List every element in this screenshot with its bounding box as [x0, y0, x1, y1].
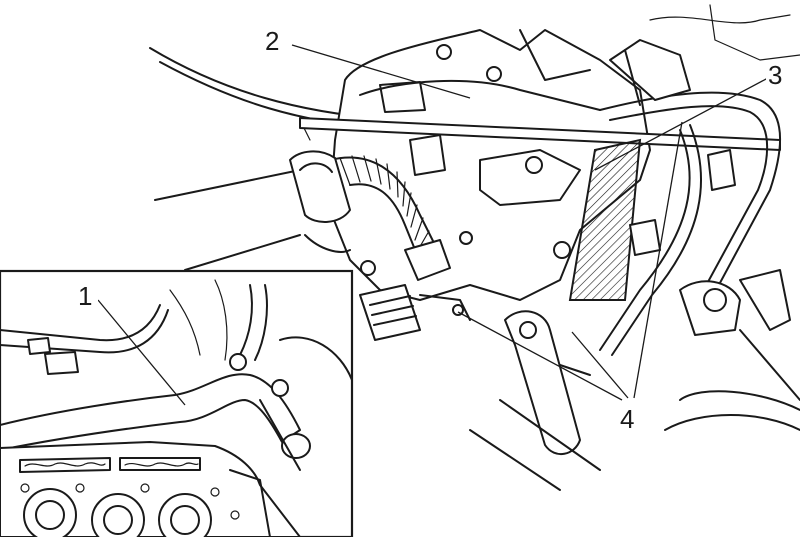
- leader-4c: [633, 121, 683, 399]
- bent-pipe: [0, 373, 301, 451]
- inset-view: [0, 269, 354, 537]
- leader-4a: [457, 311, 623, 401]
- corrugated-hose: [329, 155, 451, 281]
- callout-4: 4: [620, 404, 634, 434]
- callout-1: 1: [78, 281, 92, 311]
- leader-1: [97, 299, 186, 406]
- housing-body: [329, 29, 651, 301]
- leader-2: [291, 44, 471, 99]
- hatched-bracket: [568, 138, 642, 301]
- callout-labels: 1 2 3 4: [76, 26, 788, 434]
- leader-4b: [571, 331, 629, 399]
- main-view: [149, 4, 800, 491]
- callout-3: 3: [768, 60, 782, 90]
- callout-leaders: [97, 44, 769, 406]
- callout-2: 2: [265, 26, 279, 56]
